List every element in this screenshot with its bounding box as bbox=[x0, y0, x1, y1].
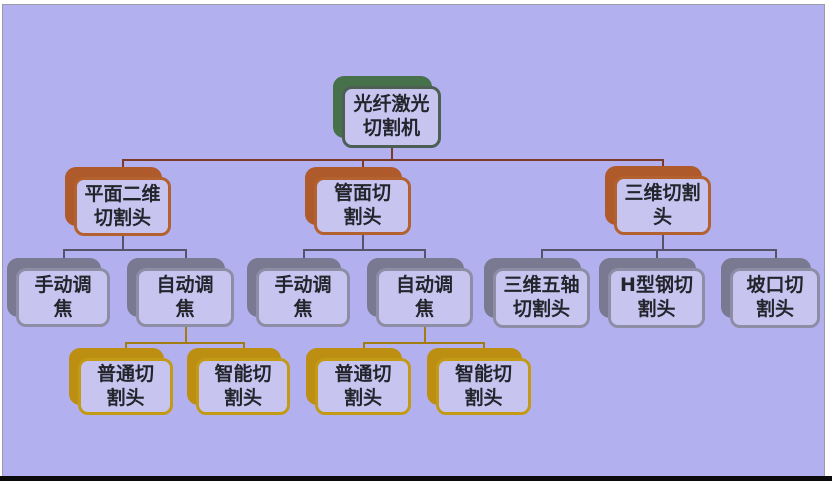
node-label-line: 头 bbox=[652, 205, 672, 228]
connector-line bbox=[363, 342, 485, 344]
connector-line bbox=[362, 235, 364, 251]
node-face: 坡口切 割头 bbox=[730, 268, 820, 328]
node-label-line: 平面二维 bbox=[84, 182, 161, 205]
bottom-black-bar bbox=[0, 476, 832, 481]
node-label-line: 切割头 bbox=[93, 206, 151, 229]
node-tube-ordinary-head[interactable]: 普通切 割头 bbox=[306, 348, 411, 415]
node-label-line: 智能切 bbox=[454, 362, 512, 385]
connector-line bbox=[424, 327, 426, 344]
node-tube-auto-focus[interactable]: 自动调 焦 bbox=[367, 258, 473, 327]
node-label-line: 切割头 bbox=[512, 298, 570, 320]
connector-line bbox=[662, 235, 664, 251]
node-label-line: 割头 bbox=[223, 386, 262, 409]
node-tube-head[interactable]: 管面切 割头 bbox=[305, 167, 411, 235]
connector-line bbox=[185, 327, 187, 344]
node-label-line: 自动调 bbox=[395, 273, 453, 296]
node-root[interactable]: 光纤激光 切割机 bbox=[333, 76, 441, 148]
node-plane-smart-head[interactable]: 智能切 割头 bbox=[187, 348, 290, 415]
node-label-line: 焦 bbox=[293, 297, 313, 320]
node-face: H型钢切 割头 bbox=[608, 268, 705, 328]
node-tube-manual-focus[interactable]: 手动调 焦 bbox=[247, 258, 350, 327]
node-face: 手动调 焦 bbox=[256, 268, 350, 327]
node-label-line: 手动调 bbox=[34, 273, 92, 296]
node-tube-smart-head[interactable]: 智能切 割头 bbox=[427, 348, 531, 415]
node-label-line: 坡口切 bbox=[746, 274, 804, 297]
node-label-line: 自动调 bbox=[156, 273, 214, 296]
node-label-line: 普通切 bbox=[96, 362, 154, 385]
connector-line bbox=[122, 236, 124, 251]
node-face: 普通切 割头 bbox=[315, 358, 411, 415]
node-label-line: 割头 bbox=[343, 386, 382, 409]
node-face: 自动调 焦 bbox=[376, 268, 473, 327]
node-face: 三维切割 头 bbox=[614, 176, 711, 235]
node-label-line: 割头 bbox=[755, 298, 794, 320]
node-label-line: 智能切 bbox=[214, 362, 272, 385]
node-plane-2d-head[interactable]: 平面二维 切割头 bbox=[65, 167, 171, 236]
node-plane-auto-focus[interactable]: 自动调 焦 bbox=[127, 258, 234, 327]
node-face: 平面二维 切割头 bbox=[74, 177, 171, 236]
connector-line bbox=[63, 249, 187, 251]
node-label-line: 焦 bbox=[175, 297, 195, 320]
node-label-line: H型钢切 bbox=[620, 274, 693, 297]
node-label-line: 切割机 bbox=[362, 117, 420, 139]
node-label-line: 手动调 bbox=[274, 273, 332, 296]
node-face: 智能切 割头 bbox=[196, 358, 290, 415]
node-face: 普通切 割头 bbox=[78, 358, 173, 415]
node-face: 光纤激光 切割机 bbox=[342, 86, 441, 148]
node-label-line: 割头 bbox=[106, 386, 145, 409]
node-label-line: 光纤激光 bbox=[353, 93, 430, 116]
node-3d-head[interactable]: 三维切割 头 bbox=[605, 166, 711, 235]
node-label-line: 割头 bbox=[637, 298, 676, 320]
node-label-line: 割头 bbox=[343, 206, 382, 228]
node-label-line: 普通切 bbox=[334, 362, 392, 385]
node-face: 手动调 焦 bbox=[16, 268, 110, 327]
connector-line bbox=[391, 148, 393, 161]
node-bevel-head[interactable]: 坡口切 割头 bbox=[721, 258, 820, 328]
node-label-line: 三维五轴 bbox=[503, 274, 580, 297]
node-face: 管面切 割头 bbox=[314, 177, 411, 235]
node-label-line: 三维切割 bbox=[624, 181, 701, 204]
node-face: 自动调 焦 bbox=[136, 268, 234, 327]
node-label-line: 割头 bbox=[464, 386, 503, 409]
node-label-line: 管面切 bbox=[333, 182, 391, 205]
node-h-beam-head[interactable]: H型钢切 割头 bbox=[599, 258, 705, 328]
node-label-line: 焦 bbox=[53, 297, 73, 320]
node-plane-ordinary-head[interactable]: 普通切 割头 bbox=[69, 348, 173, 415]
diagram-panel: 光纤激光 切割机 平面二维 切割头 管面切 割头 三维切割 头 bbox=[2, 4, 825, 477]
connector-line bbox=[122, 159, 663, 161]
connector-line bbox=[541, 249, 777, 251]
node-3d-five-axis-head[interactable]: 三维五轴 切割头 bbox=[484, 258, 590, 328]
node-face: 三维五轴 切割头 bbox=[493, 268, 590, 328]
node-label-line: 焦 bbox=[414, 297, 434, 320]
node-face: 智能切 割头 bbox=[436, 358, 531, 415]
node-plane-manual-focus[interactable]: 手动调 焦 bbox=[7, 258, 110, 327]
connector-line bbox=[303, 249, 425, 251]
connector-line bbox=[125, 342, 245, 344]
